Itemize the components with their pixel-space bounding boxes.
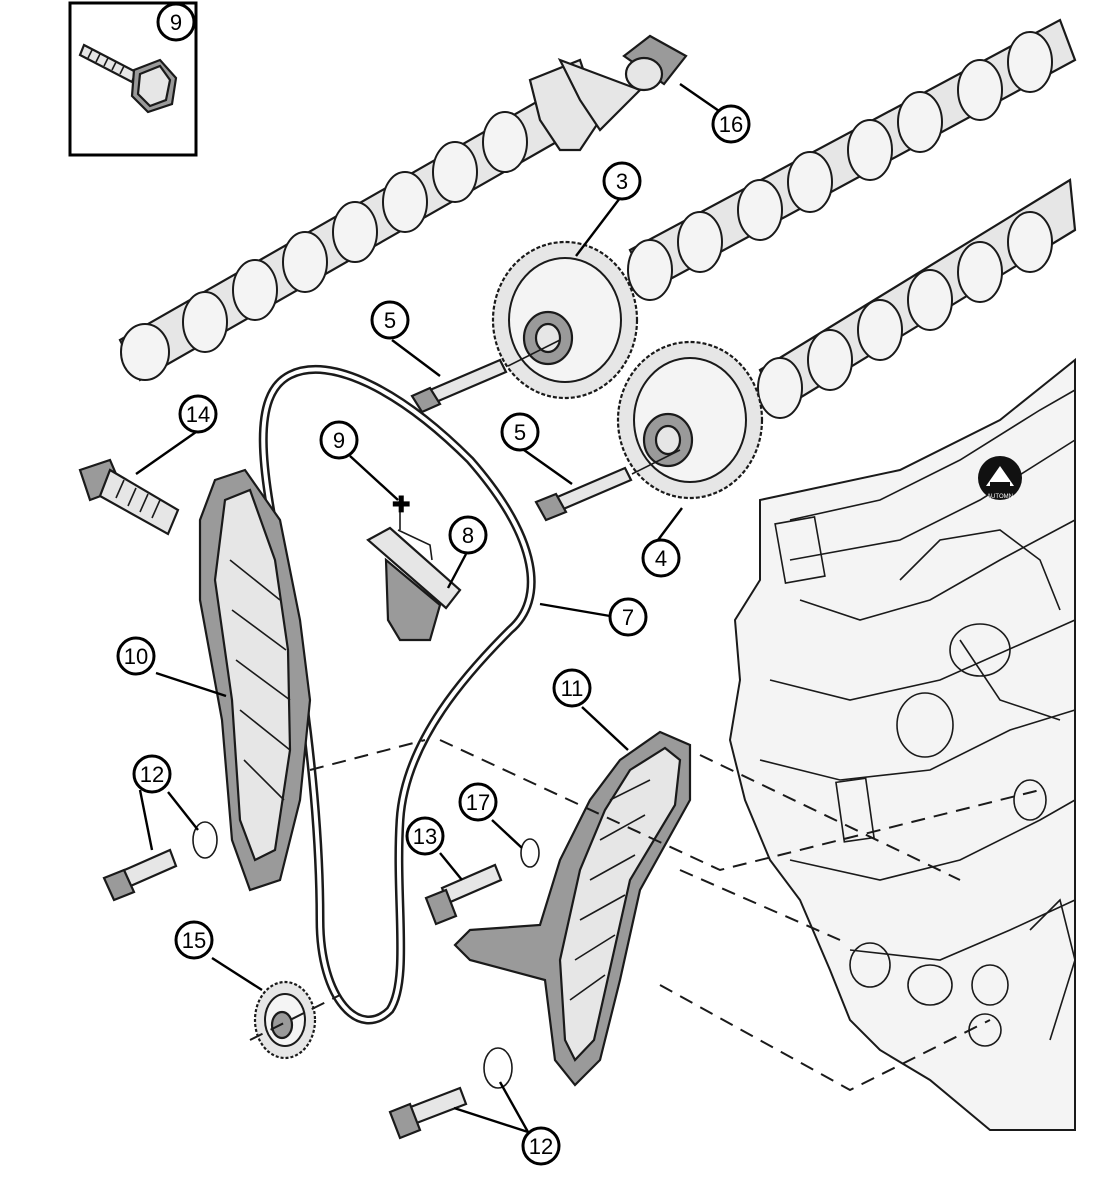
bolt-14 [78, 458, 180, 536]
alignment-lines [249, 739, 1041, 1092]
tensioner-rail-10 [198, 468, 312, 892]
camshaft-phaser-4 [616, 340, 764, 500]
svg-text:9: 9 [333, 428, 345, 453]
leader-lines [135, 83, 736, 1134]
intake-camshaft-upper [118, 57, 642, 382]
callout-12-upper: 12 [132, 754, 172, 794]
bolt-5-lower [534, 449, 681, 522]
svg-text:17: 17 [466, 790, 490, 815]
chain-guide-8: ✚ [366, 492, 462, 642]
svg-text:5: 5 [384, 308, 396, 333]
svg-text:7: 7 [622, 605, 634, 630]
bolt-13 [424, 838, 540, 926]
svg-text:4: 4 [655, 546, 667, 571]
svg-text:14: 14 [186, 402, 210, 427]
callout-16: 16 [711, 104, 751, 144]
engine-block [728, 357, 1076, 1131]
svg-text:AUTOMN: AUTOMN [987, 494, 1013, 500]
svg-text:11: 11 [561, 676, 584, 701]
svg-text:13: 13 [413, 824, 437, 849]
svg-text:12: 12 [140, 762, 164, 787]
detail-box-bolt-9 [68, 1, 198, 157]
svg-text:12: 12 [529, 1134, 553, 1159]
callout-8: 8 [448, 515, 488, 555]
svg-text:15: 15 [182, 928, 206, 953]
bolt-12-upper [102, 821, 218, 902]
bolt-5-upper [410, 339, 561, 414]
camshaft-phaser-3 [491, 240, 639, 400]
callout-12-lower: 12 [521, 1126, 561, 1166]
callout-7: 7 [608, 597, 648, 637]
svg-text:3: 3 [616, 169, 628, 194]
bolt-icon [78, 43, 178, 114]
chain-guide-11 [453, 730, 692, 1087]
svg-text:8: 8 [462, 523, 474, 548]
callout-15: 15 [174, 920, 214, 960]
callout-5-upper: 5 [370, 300, 410, 340]
camshaft-lower-right [757, 178, 1077, 419]
crank-sprocket-15 [253, 980, 317, 1060]
callout-9-box: 9 [156, 2, 196, 42]
callout-5-lower: 5 [500, 412, 540, 452]
svg-text:10: 10 [124, 644, 148, 669]
callout-13: 13 [405, 816, 445, 856]
callout-10: 10 [116, 636, 156, 676]
callout-3: 3 [602, 161, 642, 201]
callout-11: 11 [552, 668, 592, 708]
plug-16 [622, 34, 688, 92]
callout-14: 14 [178, 394, 218, 434]
svg-text:9: 9 [170, 10, 182, 35]
svg-text:16: 16 [719, 112, 743, 137]
callout-17: 17 [458, 782, 498, 822]
camshaft-upper-right [627, 18, 1077, 301]
bolt-12-lower [388, 1047, 513, 1140]
callout-9: 9 [319, 420, 359, 460]
callouts: 9 16 3 5 14 9 5 8 [116, 2, 751, 1166]
callout-4: 4 [641, 538, 681, 578]
svg-text:5: 5 [514, 420, 526, 445]
car-logo-icon: AUTOMN [978, 456, 1022, 500]
